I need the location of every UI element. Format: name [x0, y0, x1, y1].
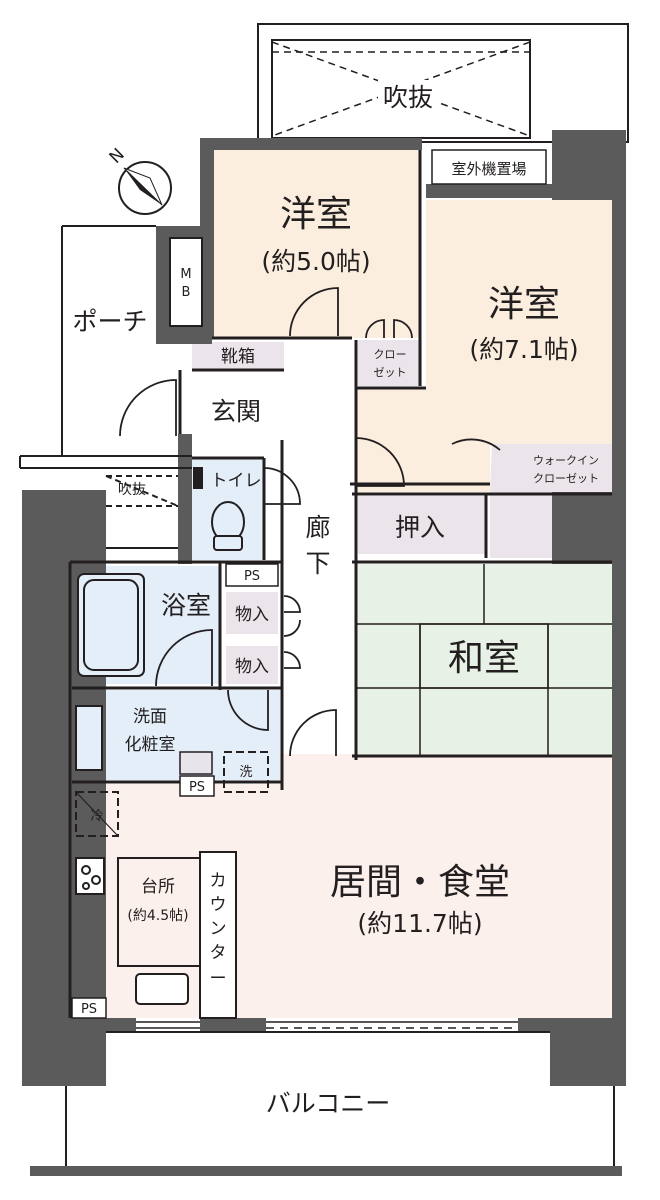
tatami-lines: [356, 564, 612, 756]
mono-storage-2: [226, 646, 278, 684]
balcony-name: バルコニー: [266, 1089, 391, 1118]
closet-line1: クロー: [374, 348, 407, 361]
toilet-fixture: [193, 467, 245, 551]
balcony: [65, 1031, 615, 1166]
walkin-line2: クローゼット: [533, 472, 599, 485]
japanese-room-name: 和室: [448, 638, 520, 679]
vanity: [75, 705, 103, 771]
oshiire: [358, 496, 486, 554]
walkin-line1: ウォークイン: [533, 454, 599, 467]
oshiire-name: 押入: [395, 513, 445, 542]
ps-label-2: PS: [189, 780, 205, 795]
outdoor-unit-box: [431, 149, 547, 185]
washer-space: [223, 751, 269, 793]
washroom-line1: 洗面: [133, 707, 167, 727]
counter-label: カ ウ ン タ ー: [210, 871, 227, 989]
compass-n-label: N: [106, 145, 129, 168]
western-room-2: [356, 200, 612, 492]
mono-storage-1: [226, 592, 278, 634]
counter-char: カ: [210, 871, 227, 891]
living-windows: [136, 1021, 518, 1029]
stove: [75, 857, 105, 895]
doors: [119, 287, 501, 757]
kitchen-size: (約4.5帖): [127, 908, 188, 924]
mb-label-b: B: [182, 285, 191, 300]
western-room-1: [212, 150, 420, 338]
counter-char: タ: [210, 943, 227, 963]
ps-label-1: PS: [244, 569, 260, 584]
fridge-space: [75, 791, 119, 837]
washroom: [72, 690, 280, 780]
mono-storage-2-name: 物入: [235, 657, 269, 677]
western-room-2-size: (約7.1帖): [469, 335, 578, 364]
top-atrium: 吹抜: [257, 23, 629, 143]
mb-box: [169, 237, 203, 327]
counter-char: ン: [210, 919, 227, 939]
kitchen-name: 台所: [141, 877, 175, 897]
outdoor-unit-label: 室外機置場: [451, 160, 526, 178]
partitions: [68, 150, 612, 1018]
closet-line2: ゼット: [374, 366, 407, 379]
washroom-line2: 化粧室: [125, 735, 176, 755]
sink: [135, 973, 189, 1005]
counter-char: ウ: [210, 895, 227, 915]
shoe-box-name: 靴箱: [221, 347, 255, 367]
mb-label-m: M: [180, 267, 191, 282]
closet-small: [358, 340, 422, 386]
atrium-small-label: 吹抜: [118, 482, 146, 498]
mono-storage-1-name: 物入: [235, 605, 269, 625]
porch-name: ポーチ: [72, 307, 147, 336]
ps-label-3: PS: [81, 1002, 97, 1017]
walkin-closet: [490, 444, 612, 558]
hallway-char-2: 下: [305, 549, 330, 578]
washer-label: 洗: [239, 765, 252, 780]
entrance-name: 玄関: [211, 397, 261, 426]
porch-outline: [19, 225, 192, 549]
western-room-1-name: 洋室: [280, 194, 352, 235]
living-room-name: 居間・食堂: [330, 862, 510, 903]
living-room-size: (約11.7帖): [357, 909, 482, 938]
western-room-2-name: 洋室: [488, 284, 560, 325]
bathtub: [77, 573, 145, 677]
toilet-name: トイレ: [211, 471, 262, 491]
western-room-1-size: (約5.0帖): [261, 247, 370, 276]
shoe-box: [192, 342, 284, 370]
counter: [199, 851, 237, 1019]
counter-char: ー: [210, 969, 227, 989]
atrium-top-label: 吹抜: [383, 83, 433, 112]
fridge-label: 冷: [90, 809, 103, 824]
hallway-char-1: 廊: [305, 513, 330, 542]
bath-room-name: 浴室: [161, 591, 211, 620]
compass: N: [106, 145, 172, 215]
